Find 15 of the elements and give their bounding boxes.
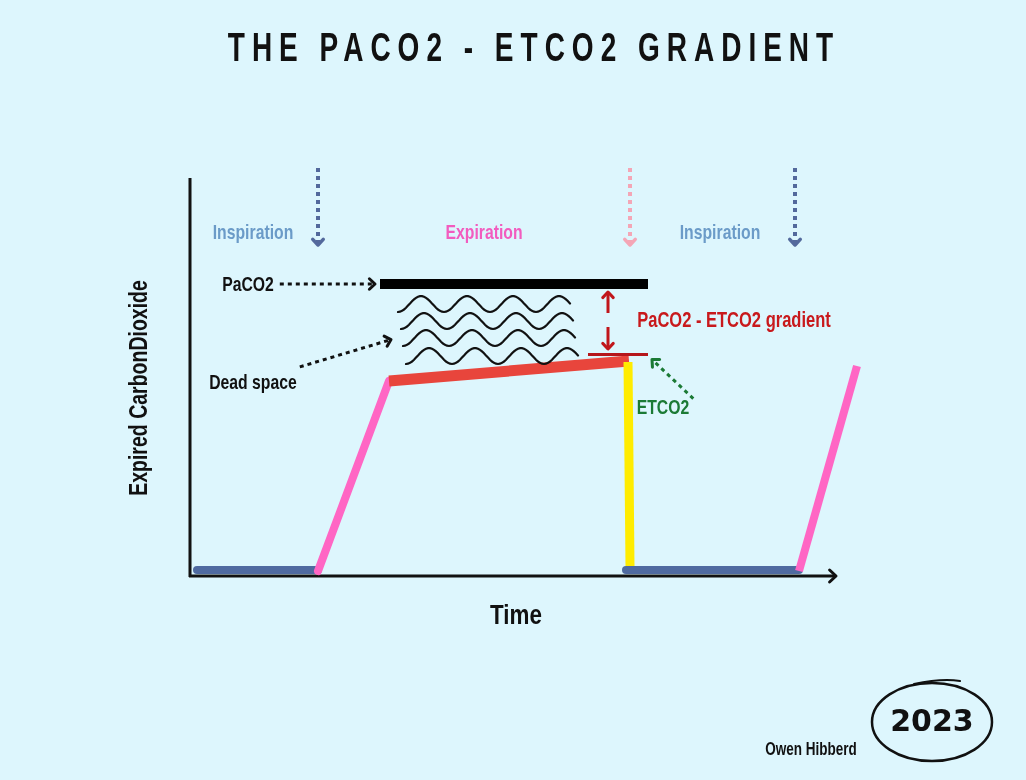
- leader-arrow: [279, 277, 377, 291]
- author-credit: Owen Hibberd: [765, 738, 857, 760]
- phase-label: Inspiration: [679, 219, 761, 245]
- phase-label: Expiration: [445, 219, 523, 245]
- axis-title: Time: [490, 598, 542, 632]
- leader-arrow: [299, 334, 393, 369]
- marker-line: [588, 353, 648, 356]
- annotation-label: ETCO2: [636, 394, 690, 420]
- phase-label: Inspiration: [212, 219, 294, 245]
- diagram-title: THE PACO2 - ETCO2 GRADIENT: [227, 24, 841, 70]
- annotation-label: PaCO2: [222, 271, 274, 297]
- gradient-label: PaCO2 - ETCO2 gradient: [637, 307, 831, 333]
- leader-arrow: [650, 358, 695, 400]
- axis-title: Expired CarbonDioxide: [124, 280, 154, 496]
- annotation-label: Dead space: [209, 369, 297, 395]
